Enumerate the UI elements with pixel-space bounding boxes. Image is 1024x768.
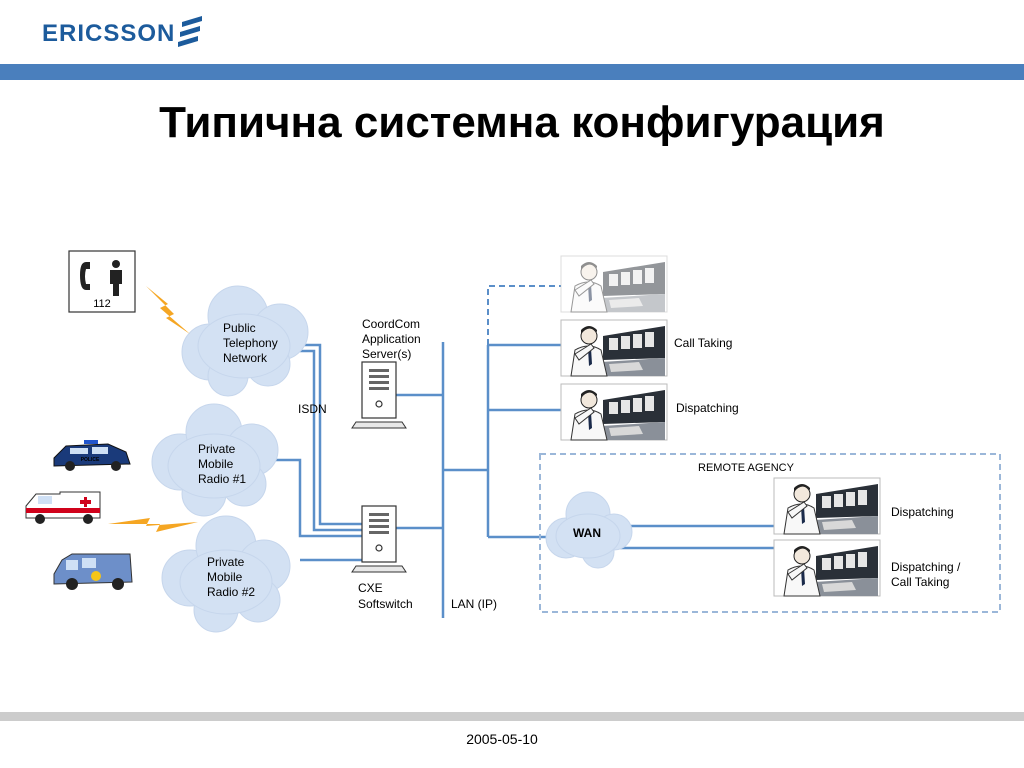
pmr1-label-3: Radio #1 xyxy=(198,472,246,486)
footer-bar xyxy=(0,712,1024,721)
remote-dispatching-call-taking-label-2: Call Taking xyxy=(891,575,949,589)
wan-cloud xyxy=(545,491,633,569)
fire-van-icon xyxy=(53,553,133,590)
slide-date: 2005-05-10 xyxy=(466,731,538,747)
pstn-label-2: Telephony xyxy=(223,336,278,350)
ambulance-icon xyxy=(25,491,101,524)
header-accent-bar xyxy=(0,64,1024,80)
pmr2-label-2: Mobile xyxy=(207,570,243,584)
pmr1-label-2: Mobile xyxy=(198,457,234,471)
coordcom-label-1: CoordCom xyxy=(362,317,420,331)
remote-dispatching-label: Dispatching xyxy=(891,505,954,519)
isdn-label: ISDN xyxy=(298,402,327,416)
lightning-icon xyxy=(108,518,198,532)
network-lines xyxy=(275,342,774,618)
pstn-label-3: Network xyxy=(223,351,268,365)
pmr1-cloud xyxy=(151,403,279,517)
operator-workstation-icon xyxy=(560,319,668,377)
pmr1-label-1: Private xyxy=(198,442,236,456)
emergency-number: 112 xyxy=(93,298,111,310)
coordcom-label-2: Application xyxy=(362,332,421,346)
operator-workstation-icon xyxy=(560,255,668,313)
operator-workstation-icon xyxy=(773,477,881,535)
pstn-cloud xyxy=(181,285,309,397)
pmr2-label-3: Radio #2 xyxy=(207,585,255,599)
ericsson-logo-text: ERICSSON xyxy=(42,20,176,47)
svg-text:POLICE: POLICE xyxy=(81,457,100,463)
pmr2-label-1: Private xyxy=(207,555,245,569)
dashed-link xyxy=(487,285,561,345)
phone-112-icon xyxy=(68,250,136,313)
coordcom-label-3: Server(s) xyxy=(362,347,411,361)
operator-workstation-icon xyxy=(560,383,668,441)
dispatching-label: Dispatching xyxy=(676,401,739,415)
slide-title: Типична системна конфигурация xyxy=(159,98,885,147)
wan-label: WAN xyxy=(573,526,601,540)
cxe-label-2: Softswitch xyxy=(358,597,413,611)
lan-label: LAN (IP) xyxy=(451,597,497,611)
cxe-server-icon xyxy=(351,505,407,573)
remote-agency-box xyxy=(539,453,1001,613)
pmr2-cloud xyxy=(161,515,291,633)
ericsson-logo-icon xyxy=(178,16,202,47)
operator-workstation-icon xyxy=(773,539,881,597)
lightning-icon xyxy=(146,286,190,334)
pstn-label-1: Public xyxy=(223,321,256,335)
cxe-label-1: CXE xyxy=(358,581,383,595)
remote-agency-label: REMOTE AGENCY xyxy=(698,462,795,474)
call-taking-label: Call Taking xyxy=(674,336,732,350)
remote-dispatching-call-taking-label-1: Dispatching / xyxy=(891,560,961,574)
police-car-icon: POLICE xyxy=(53,440,131,471)
